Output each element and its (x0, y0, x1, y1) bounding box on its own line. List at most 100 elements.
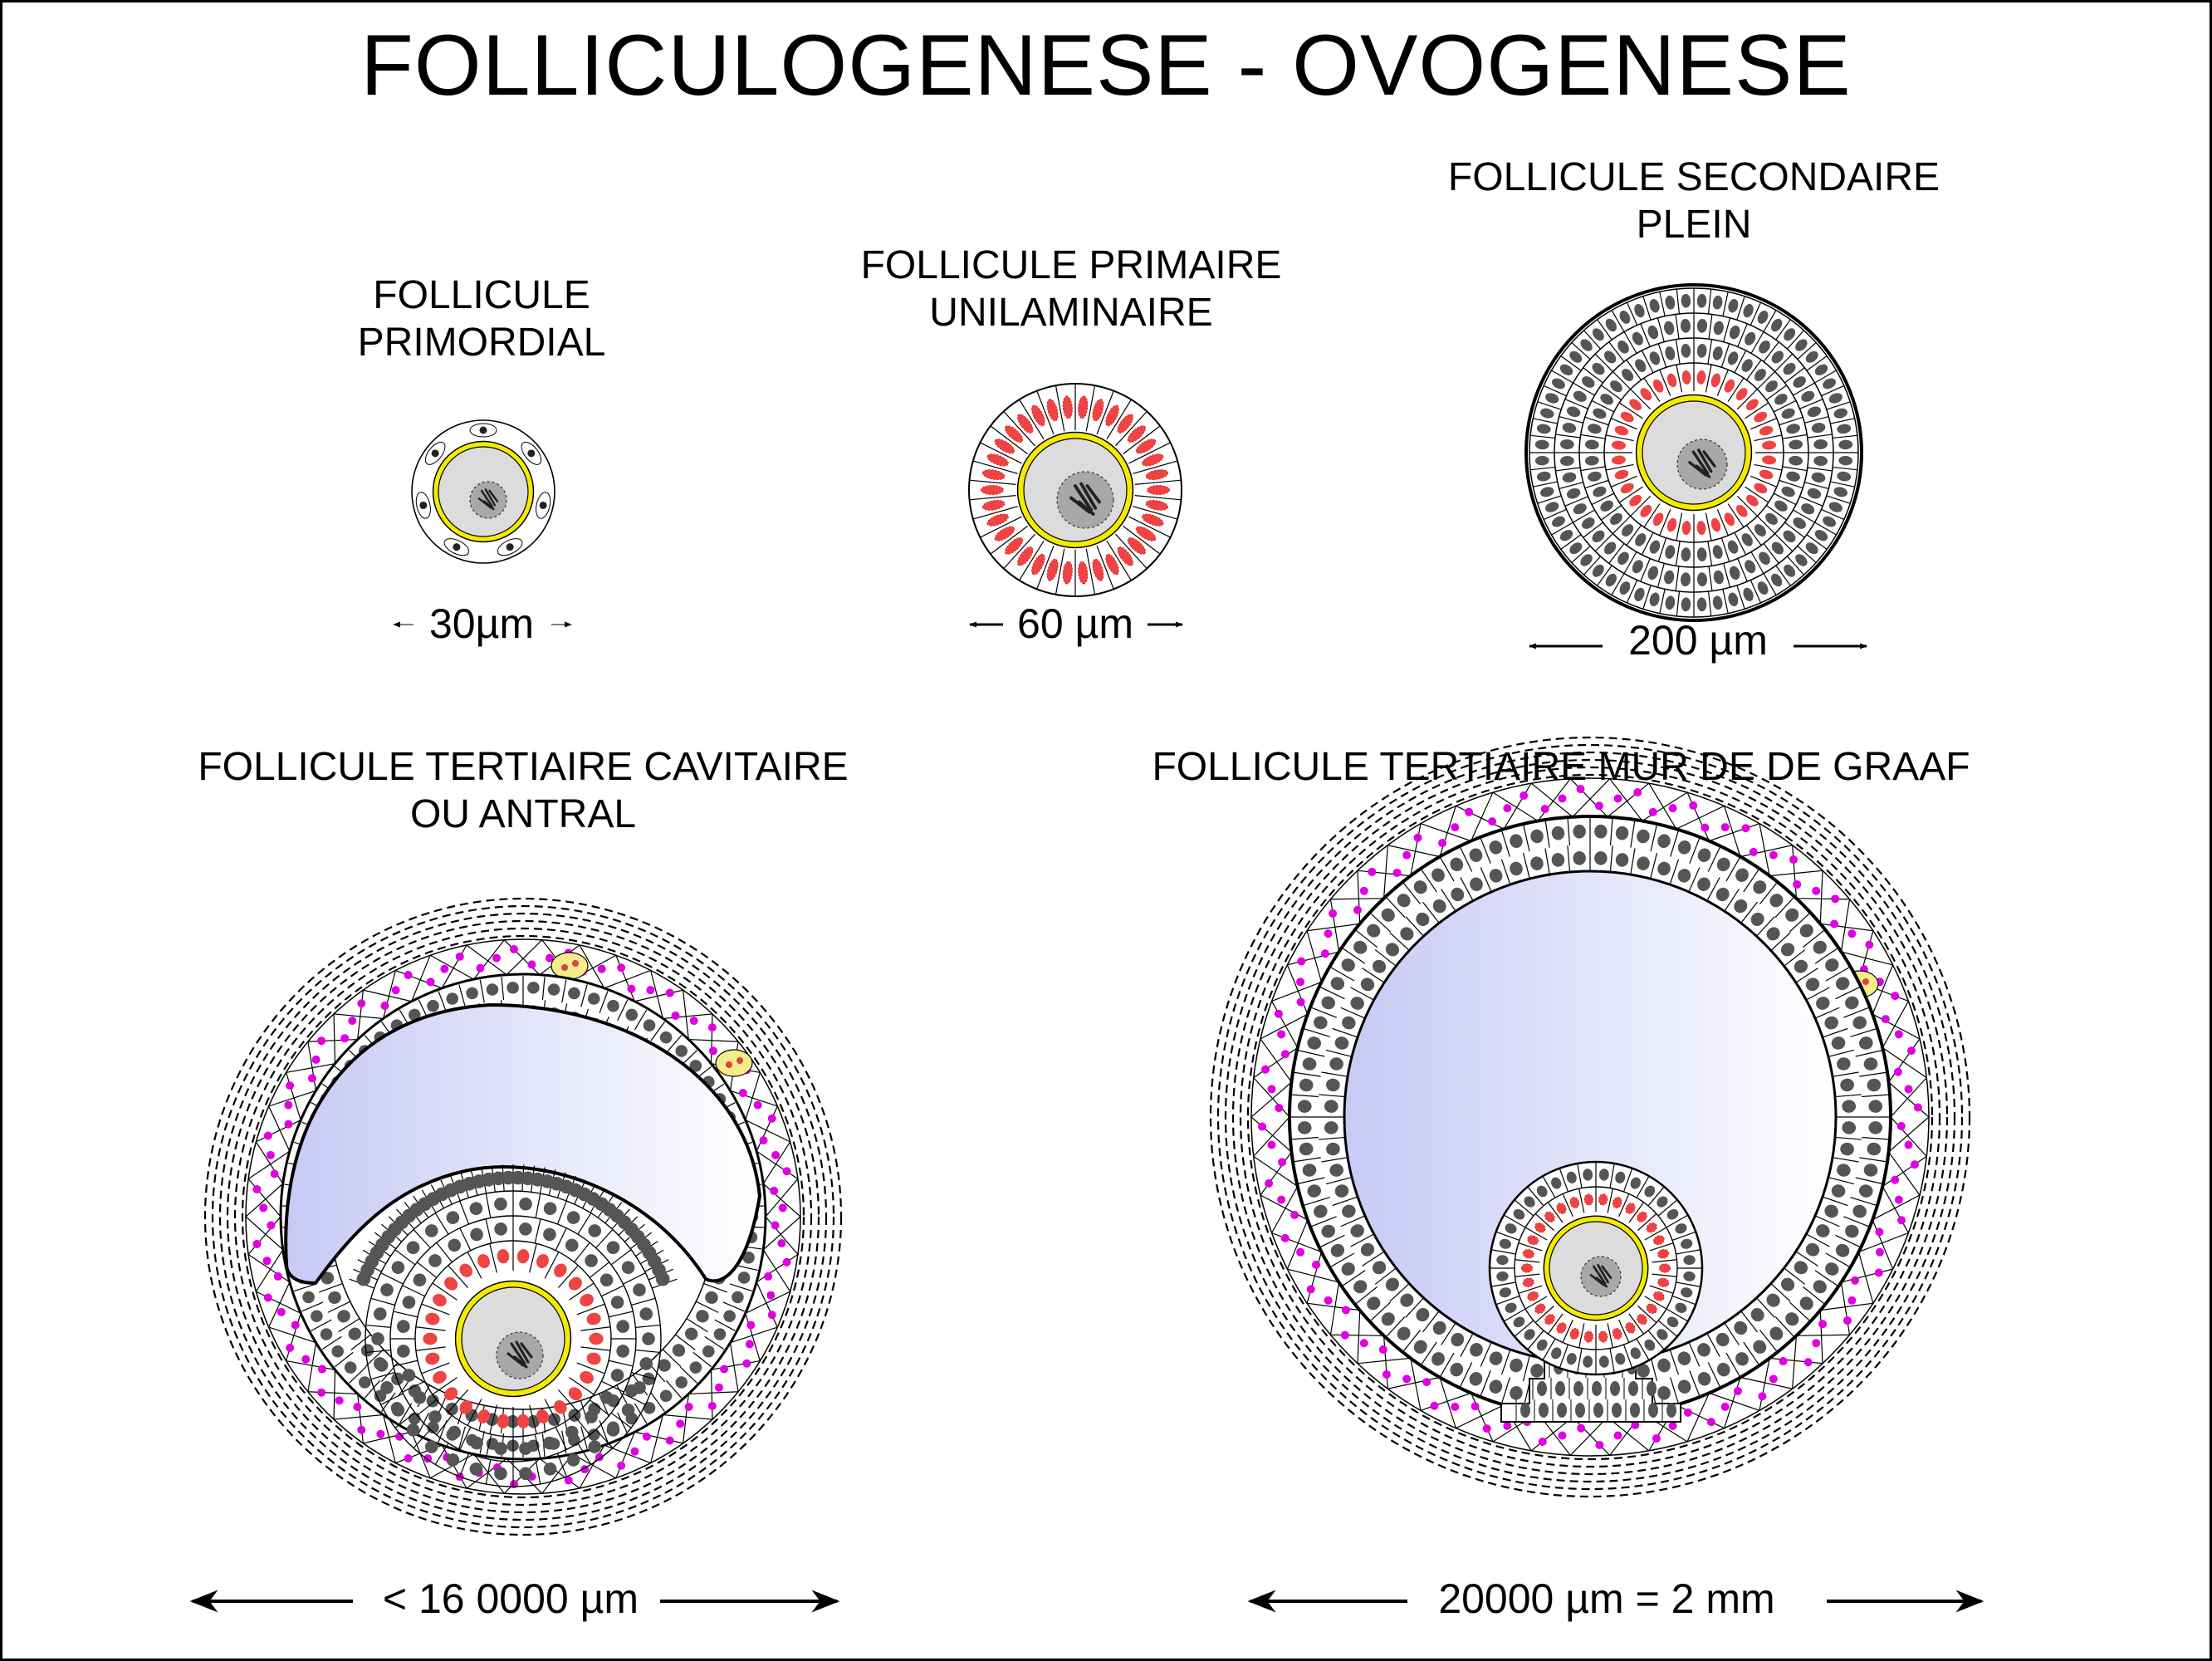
scale-primaire: 60 µm (1017, 600, 1133, 647)
granulosa-nucleus (1789, 439, 1803, 450)
granulosa-nucleus (1105, 553, 1119, 576)
granulosa-nucleus (1610, 1381, 1620, 1396)
granulosa-nucleus (1544, 1211, 1555, 1222)
granulosa-nucleus (1385, 943, 1399, 957)
granulosa-nucleus (1665, 545, 1676, 559)
theca-nucleus (357, 999, 366, 1008)
granulosa-nucleus (1838, 439, 1853, 450)
theca-nucleus (1278, 1158, 1287, 1167)
theca-nucleus (1803, 1358, 1813, 1367)
granulosa-nucleus (1593, 486, 1607, 497)
theca-nucleus (440, 964, 449, 973)
granulosa-nucleus (1341, 1262, 1355, 1276)
granulosa-nucleus (427, 999, 439, 1012)
granulosa-nucleus (1605, 573, 1617, 587)
granulosa-nucleus (1637, 1314, 1647, 1325)
theca-nucleus (1758, 1392, 1767, 1401)
granulosa-nucleus (610, 1369, 624, 1382)
granulosa-nucleus (469, 1202, 483, 1216)
theca-nucleus (1540, 805, 1549, 814)
theca-externa-ring (203, 897, 843, 1536)
granulosa-nucleus (1620, 411, 1634, 423)
granulosa-nucleus (1825, 958, 1839, 972)
granulosa-nucleus (1566, 1171, 1577, 1183)
granulosa-nucleus (1697, 848, 1711, 862)
oocyte (1016, 431, 1134, 549)
granulosa-nucleus (425, 1352, 440, 1365)
follicle-secondaire (1524, 283, 1863, 622)
granulosa-nucleus (371, 1332, 384, 1345)
granulosa-nucleus (1649, 592, 1660, 607)
granulosa-nucleus (568, 1387, 582, 1401)
theca-nucleus (1913, 1103, 1922, 1112)
layer-boundary (1514, 1186, 1678, 1350)
granulosa-layer-1 (1604, 363, 1784, 542)
membrana-granulosa-inner (1318, 845, 1862, 1389)
granulosa-nucleus (1781, 943, 1795, 957)
granulosa-nucleus (1622, 369, 1634, 381)
granulosa-nucleus (448, 1425, 462, 1439)
granulosa-nucleus (1750, 1308, 1764, 1322)
theca-nucleus (1576, 785, 1585, 794)
granulosa-nucleus (1536, 424, 1551, 434)
granulosa-nucleus (1551, 826, 1565, 840)
theca-nucleus (1613, 794, 1622, 803)
theca-externa-ring (226, 919, 820, 1514)
granulosa-nucleus (1696, 318, 1708, 333)
granulosa-nucleus (413, 1390, 427, 1404)
granulosa-nucleus (1400, 1293, 1414, 1307)
theca-nucleus (771, 1221, 780, 1230)
granulosa-nucleus (588, 1224, 602, 1237)
layer-boundary (414, 1240, 612, 1438)
granulosa-nucleus (1615, 1171, 1626, 1183)
theca-nucleus (1296, 1247, 1305, 1257)
theca-nucleus (1280, 1050, 1290, 1059)
granulosa-nucleus (1771, 541, 1784, 555)
theca-nucleus (714, 1383, 723, 1392)
granulosa-nucleus (1635, 533, 1647, 546)
granulosa-nucleus (1499, 1238, 1511, 1249)
granulosa-nucleus (1769, 1326, 1784, 1340)
granulosa-nucleus (1605, 318, 1617, 332)
granulosa-nucleus (1575, 1403, 1585, 1418)
granulosa-nucleus (337, 1310, 350, 1323)
granulosa-nucleus (1793, 517, 1806, 529)
theca-nucleus (252, 1239, 262, 1248)
granulosa-nucleus (580, 1293, 594, 1307)
granulosa-nucleus (1583, 1330, 1594, 1343)
theca-nucleus (1847, 1296, 1857, 1305)
granulosa-nucleus (607, 999, 619, 1012)
layer-boundary (365, 1190, 662, 1487)
granulosa-nucleus (1372, 1261, 1387, 1275)
granulosa-nucleus (702, 1345, 715, 1358)
granulosa-nucleus (1510, 1385, 1523, 1400)
granulosa-nucleus (1314, 1204, 1328, 1218)
granulosa-nucleus (1562, 423, 1577, 434)
granulosa-nucleus (302, 1291, 315, 1304)
granulosa-nucleus (1794, 959, 1808, 973)
granulosa-nucleus (1786, 471, 1800, 482)
theca-nucleus (742, 1359, 751, 1368)
granulosa-nucleus (1135, 526, 1157, 541)
granulosa-nucleus (516, 1414, 530, 1428)
granulosa-nucleus (565, 1238, 579, 1252)
granulosa-nucleus (1652, 1291, 1665, 1301)
granulosa-nucleus (1573, 850, 1586, 865)
granulosa-nucleus (1385, 1277, 1399, 1291)
granulosa-nucleus (1145, 469, 1169, 481)
granulosa-nucleus (494, 1442, 507, 1455)
granulosa-nucleus (585, 1410, 598, 1423)
granulosa-nucleus (519, 1222, 532, 1236)
label-follicule-primaire: FOLLICULE PRIMAIRE UNILAMINAIRE (797, 243, 1345, 336)
granulosa-nucleus (1573, 390, 1587, 402)
theca-nucleus (527, 960, 536, 969)
theca-nucleus (782, 1167, 791, 1176)
granulosa-nucleus (1530, 856, 1544, 870)
granulosa-nucleus (1835, 977, 1850, 991)
granulosa-nucleus (1615, 1353, 1626, 1365)
granulosa-nucleus (981, 484, 1004, 496)
granulosa-nucleus (1326, 1078, 1340, 1092)
granulosa-nucleus (1675, 1302, 1687, 1313)
granulosa-nucleus (1569, 1197, 1580, 1209)
